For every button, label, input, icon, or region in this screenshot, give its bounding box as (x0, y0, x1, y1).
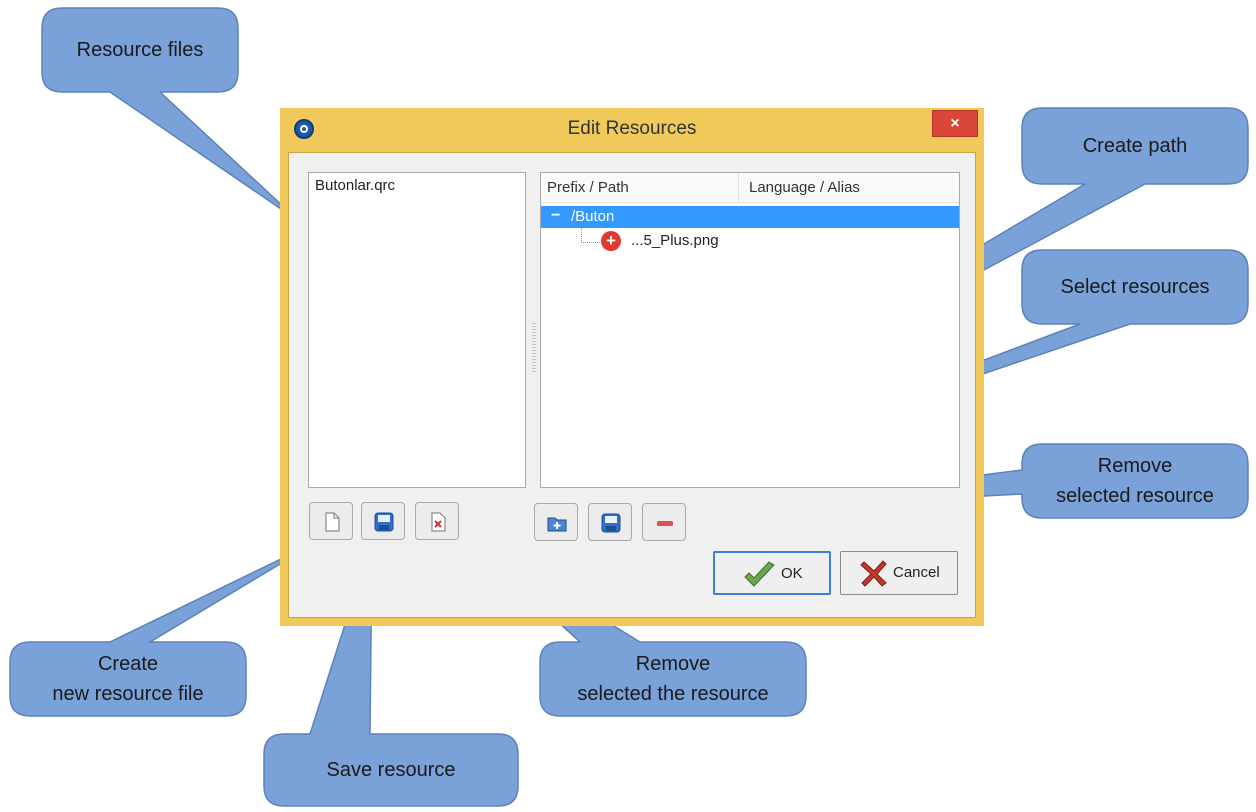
dialog-title: Edit Resources (567, 118, 697, 139)
delete-file-icon (431, 512, 446, 532)
callout-remove-selected-the-resource-shape (459, 531, 807, 717)
title-bar: Edit Resources × (280, 108, 984, 152)
edit-resources-dialog: Edit Resources × Butonlar.qrc Prefix / P… (280, 108, 984, 626)
create-path-button[interactable] (534, 503, 578, 541)
panel-splitter-handle[interactable] (532, 323, 536, 373)
callout-remove-selected-the-resource-line-1: Remove (635, 653, 711, 675)
green-check-arrow-icon (744, 561, 775, 587)
callout-resource-files-line-1: Resource files (76, 39, 204, 61)
ok-label: OK (781, 565, 803, 582)
callout-remove-selected-the-resource-line-2: selected the resource (577, 683, 769, 705)
cancel-label: Cancel (893, 564, 940, 581)
add-folder-icon (547, 517, 567, 532)
callout-select-resources: Select resources (1022, 250, 1248, 324)
cancel-button[interactable]: Cancel (840, 551, 958, 595)
callout-remove-selected-resource-line-1: Remove (1097, 455, 1173, 477)
column-header-prefix-path[interactable]: Prefix / Path (541, 173, 739, 202)
resource-file-list[interactable]: Butonlar.qrc (308, 172, 526, 488)
callout-create-new-resource-file: Create new resource file (10, 642, 246, 716)
ok-button[interactable]: OK (713, 551, 831, 595)
qt-app-icon (294, 119, 314, 139)
resource-file-item[interactable]: Butonlar.qrc (315, 177, 396, 194)
file-label: ...5_Plus.png (631, 232, 719, 249)
tree-header: Prefix / Path Language / Alias (541, 173, 959, 203)
callout-save-resource: Save resource (264, 734, 518, 806)
callout-create-new-resource-file-line-2: new resource file (52, 683, 204, 705)
callout-create-new-resource-file-line-1: Create (97, 653, 159, 675)
callout-remove-selected-the-resource: Remove selected the resource (540, 642, 806, 716)
callout-resource-files: Resource files (42, 8, 238, 92)
resource-tree[interactable]: Prefix / Path Language / Alias − /Buton … (540, 172, 960, 488)
remove-resource-button[interactable] (642, 503, 686, 541)
callout-create-path: Create path (1022, 108, 1248, 184)
red-x-icon (860, 560, 887, 587)
new-resource-file-button[interactable] (309, 502, 353, 540)
save-disk-icon (374, 512, 394, 532)
tree-row-prefix[interactable]: − /Buton (541, 206, 959, 228)
plus-image-icon: + (601, 231, 621, 251)
column-header-language-alias[interactable]: Language / Alias (749, 179, 860, 196)
collapse-icon[interactable]: − (551, 207, 561, 224)
callout-select-resources-line-1: Select resources (1060, 276, 1210, 298)
remove-resource-file-button[interactable] (415, 502, 459, 540)
callout-save-resource-line-1: Save resource (326, 759, 456, 781)
callout-create-path-line-1: Create path (1082, 135, 1188, 157)
prefix-label: /Buton (571, 208, 615, 225)
callout-resource-files-shape (41, 7, 301, 223)
callout-save-resource-shape (263, 539, 519, 807)
save-resource-file-button[interactable] (361, 502, 405, 540)
callout-remove-selected-resource-line-2: selected resource (1056, 485, 1214, 507)
tree-branch-line (581, 228, 604, 243)
callout-create-new-resource-file-shape (9, 539, 321, 717)
new-file-icon (325, 512, 340, 532)
select-resources-button[interactable] (588, 503, 632, 541)
dialog-client-area: Butonlar.qrc Prefix / Path Language / Al… (288, 152, 976, 618)
callout-remove-selected-resource: Remove selected resource (1022, 444, 1248, 518)
minus-icon (657, 521, 673, 526)
select-resources-icon (601, 513, 621, 533)
close-button[interactable]: × (932, 110, 978, 137)
